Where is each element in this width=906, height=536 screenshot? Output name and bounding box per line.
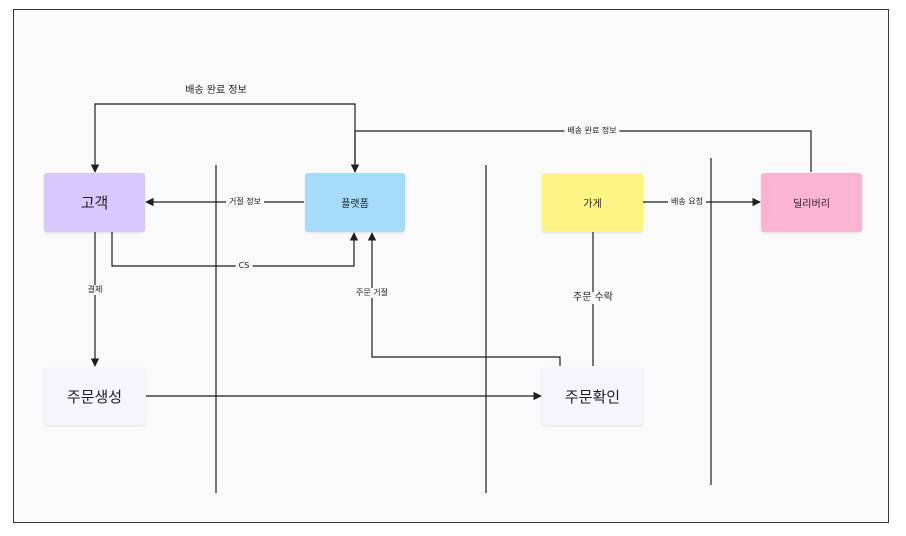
edge-delivery-done-right <box>350 130 812 173</box>
node-customer[interactable]: 고객 <box>44 173 145 232</box>
node-delivery[interactable]: 딜리버리 <box>761 173 862 232</box>
label-cs: CS <box>235 261 253 271</box>
node-order-create[interactable]: 주문생성 <box>44 367 145 425</box>
node-order-confirm-label: 주문확인 <box>564 387 621 406</box>
label-delivery-request: 배송 요청 <box>668 197 706 207</box>
node-store[interactable]: 가게 <box>542 173 643 232</box>
label-reject-info: 거절 정보 <box>226 197 264 207</box>
node-platform-label: 플랫폼 <box>341 199 369 210</box>
node-store-label: 가게 <box>583 199 602 210</box>
label-order-reject: 주문 거절 <box>353 288 391 298</box>
node-order-create-label: 주문생성 <box>66 387 123 406</box>
node-order-confirm[interactable]: 주문확인 <box>542 367 643 425</box>
label-delivery-done-top: 배송 완료 정보 <box>185 85 247 96</box>
edge-delivery-done-top <box>90 103 356 173</box>
node-customer-label: 고객 <box>80 194 109 212</box>
label-delivery-done-right: 배송 완료 정보 <box>564 126 620 136</box>
edge-cs <box>111 232 359 267</box>
edge-order-reject <box>367 232 561 366</box>
label-payment: 결제 <box>84 285 106 295</box>
node-platform[interactable]: 플랫폼 <box>305 173 405 232</box>
label-order-accept: 주문 수락 <box>570 292 616 304</box>
node-delivery-label: 딜리버리 <box>793 199 830 210</box>
